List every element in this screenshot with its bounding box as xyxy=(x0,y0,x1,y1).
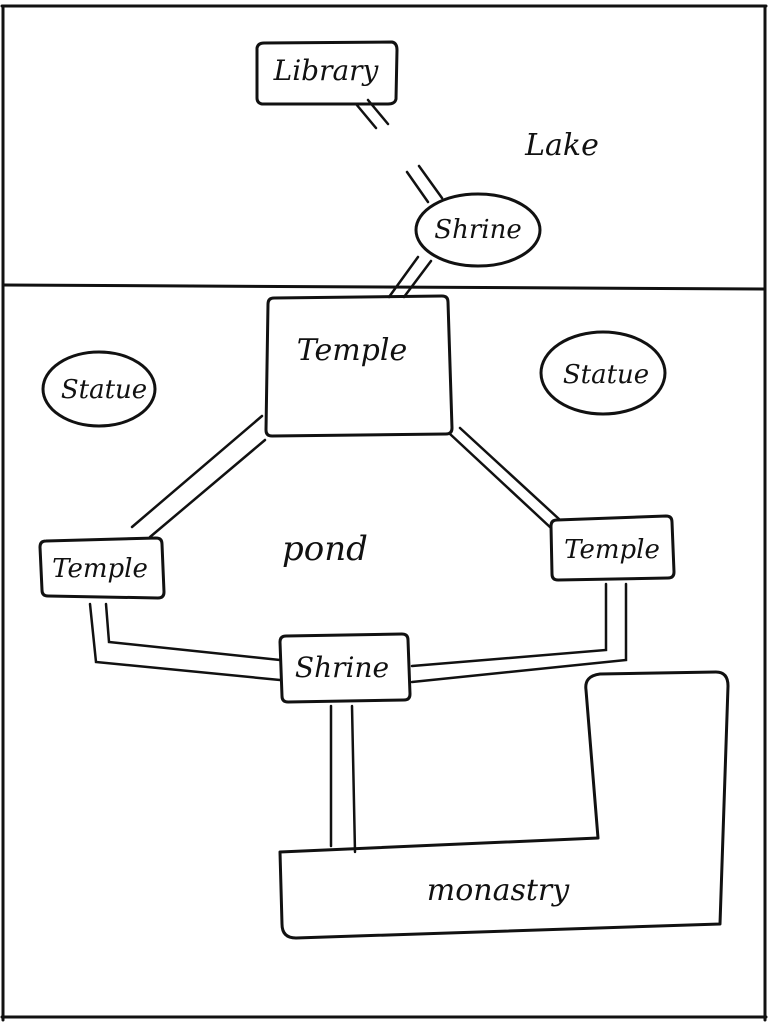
path-shrine-monastery xyxy=(329,704,357,854)
statue-left-label: Statue xyxy=(61,375,147,405)
path-shrine-temple xyxy=(387,255,433,299)
path-lake-shrine xyxy=(405,164,444,204)
shrine-top: Shrine xyxy=(414,192,542,268)
temple-left: Temple xyxy=(38,536,166,600)
temple-main: Temple xyxy=(264,294,454,438)
lake-label: Lake xyxy=(524,128,599,163)
path-temple-right xyxy=(448,426,561,530)
shrine-bottom: Shrine xyxy=(278,632,412,704)
shrine-bottom-label: Shrine xyxy=(295,651,389,684)
map-frame xyxy=(0,4,768,1022)
path-right-temple-shrine xyxy=(410,582,628,684)
monastery-label: monastry xyxy=(427,873,571,908)
statue-right-label: Statue xyxy=(563,360,649,390)
path-temple-left xyxy=(130,414,267,539)
temple-main-label: Temple xyxy=(297,333,407,368)
statue-right: Statue xyxy=(539,330,667,416)
shrine-top-label: Shrine xyxy=(434,215,521,245)
library-label: Library xyxy=(273,54,380,87)
library: Library xyxy=(255,40,399,106)
temple-left-label: Temple xyxy=(52,554,148,584)
temple-right-label: Temple xyxy=(564,535,660,565)
pond-label: pond xyxy=(282,529,368,569)
statue-left: Statue xyxy=(41,350,157,428)
lake-shoreline xyxy=(1,283,767,291)
path-left-temple-shrine xyxy=(88,602,282,682)
temple-right: Temple xyxy=(549,514,676,582)
monastery: monastry xyxy=(278,670,730,940)
